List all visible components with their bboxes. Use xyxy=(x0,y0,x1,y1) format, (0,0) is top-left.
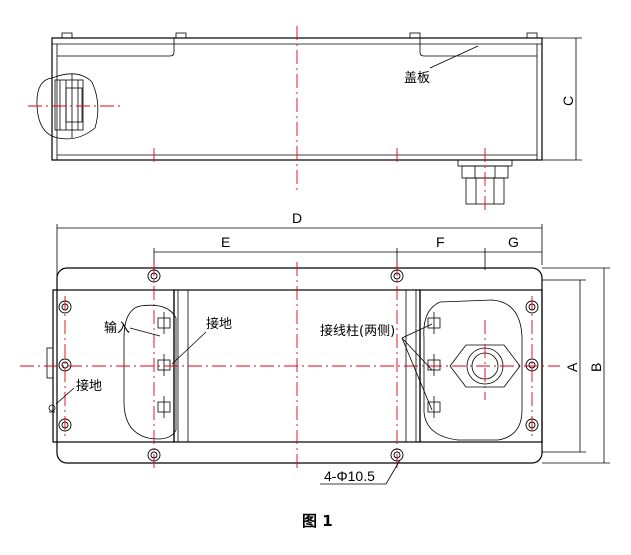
side-view: 盖板 C xyxy=(28,26,582,212)
holes-label: 4-Φ10.5 xyxy=(324,468,375,484)
input-connector xyxy=(36,73,99,140)
cover-plate xyxy=(419,38,537,57)
plan-view: 输入 接地 接地 接线柱(两侧) 4-Φ10.5 A B xyxy=(20,262,610,485)
top-dimensions: D E F G xyxy=(56,210,543,290)
end-plate-holes xyxy=(58,300,539,432)
inner-ground-label: 接地 xyxy=(206,316,232,332)
dimension-e-label: E xyxy=(221,234,230,250)
figure-caption: 图 1 xyxy=(302,512,333,530)
left-terminals xyxy=(157,312,171,418)
dimension-a-label: A xyxy=(564,362,580,372)
dimension-g-label: G xyxy=(508,234,519,250)
terminal-posts-label: 接线柱(两侧) xyxy=(320,323,395,339)
cover-plate-label: 盖板 xyxy=(404,71,430,86)
dimension-c-label: C xyxy=(560,96,576,106)
dimension-d-label: D xyxy=(292,210,302,226)
dimension-f-label: F xyxy=(436,234,445,250)
base-plate xyxy=(56,267,543,464)
left-ground-label: 接地 xyxy=(76,378,102,394)
right-terminals xyxy=(427,312,441,418)
input-label: 输入 xyxy=(104,320,130,336)
mounting-holes xyxy=(147,269,404,462)
dimension-b-label: B xyxy=(588,363,604,372)
